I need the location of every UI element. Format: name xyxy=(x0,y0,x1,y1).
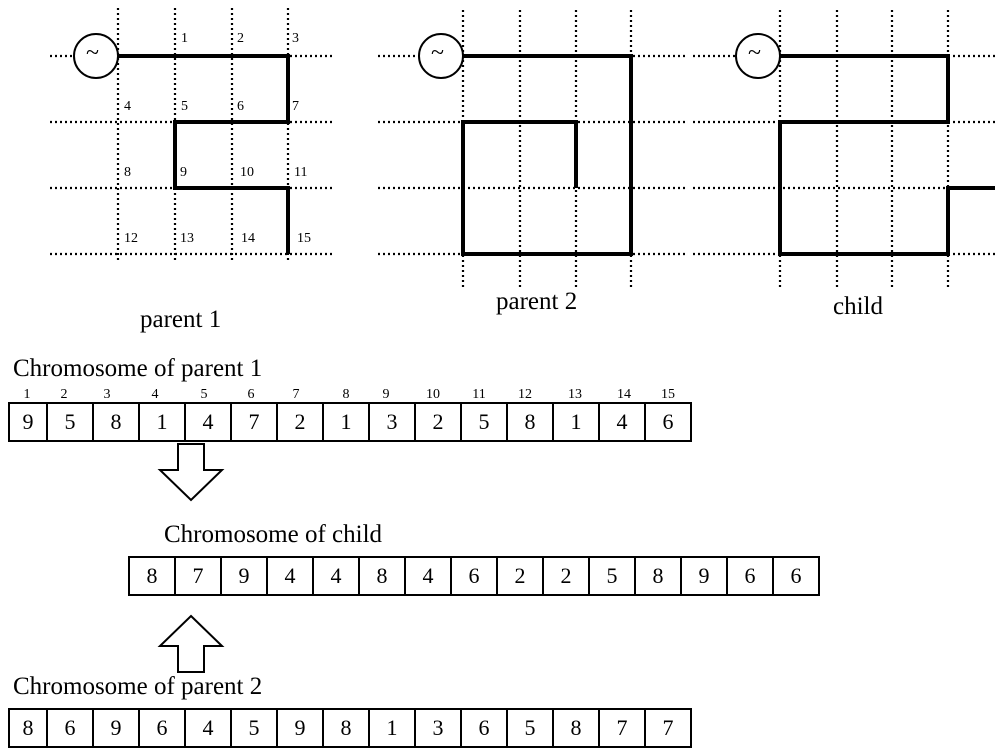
chromosome-parent-2: 8 6 9 6 4 5 9 8 1 3 6 5 8 7 7 xyxy=(8,708,692,748)
gene-cell: 2 xyxy=(414,402,462,442)
gene-cell: 5 xyxy=(460,402,508,442)
gene-cell: 8 xyxy=(92,402,140,442)
gene-cell: 5 xyxy=(46,402,94,442)
gene-cell: 8 xyxy=(506,402,554,442)
panel-title-parent-2: parent 2 xyxy=(496,288,578,315)
chromosome-parent-1: 9 5 8 1 4 7 2 1 3 2 5 8 1 4 6 xyxy=(8,402,692,442)
arrow-up xyxy=(157,614,225,673)
node-number: 6 xyxy=(237,99,244,114)
source-circle-parent-1 xyxy=(73,33,119,79)
gene-cell: 9 xyxy=(8,402,48,442)
gene-index: 3 xyxy=(103,387,111,402)
gene-cell: 2 xyxy=(542,556,590,596)
gene-cell: 1 xyxy=(322,402,370,442)
gene-cell: 1 xyxy=(552,402,600,442)
gene-cell: 4 xyxy=(312,556,360,596)
gene-index: 15 xyxy=(661,387,675,402)
source-circle-parent-2 xyxy=(418,33,464,79)
gene-cell: 2 xyxy=(496,556,544,596)
gene-index: 11 xyxy=(472,387,486,402)
gene-index: 7 xyxy=(292,387,300,402)
node-number: 2 xyxy=(237,31,244,46)
node-number: 12 xyxy=(124,231,138,246)
node-number: 7 xyxy=(292,99,299,114)
gene-cell: 5 xyxy=(506,708,554,748)
gene-cell: 9 xyxy=(92,708,140,748)
gene-cell: 2 xyxy=(276,402,324,442)
gene-cell: 6 xyxy=(138,708,186,748)
gene-index: 1 xyxy=(23,387,31,402)
node-number: 3 xyxy=(292,31,299,46)
gene-cell: 4 xyxy=(184,402,232,442)
gene-cell: 7 xyxy=(598,708,646,748)
gene-cell: 9 xyxy=(680,556,728,596)
chromosome-title-child: Chromosome of child xyxy=(164,521,383,548)
gene-cell: 4 xyxy=(184,708,232,748)
gene-cell: 1 xyxy=(138,402,186,442)
chromosome-title-parent-1: Chromosome of parent 1 xyxy=(13,355,263,382)
gene-cell: 9 xyxy=(220,556,268,596)
gene-index: 2 xyxy=(60,387,68,402)
gene-index: 4 xyxy=(151,387,159,402)
node-number: 10 xyxy=(240,165,254,180)
panel-title-child: child xyxy=(833,293,883,320)
gene-cell: 8 xyxy=(322,708,370,748)
gene-index: 5 xyxy=(200,387,208,402)
gene-index: 12 xyxy=(518,387,532,402)
gene-cell: 8 xyxy=(8,708,48,748)
gene-cell: 4 xyxy=(404,556,452,596)
node-number: 15 xyxy=(297,231,311,246)
gene-index: 13 xyxy=(568,387,582,402)
gene-cell: 1 xyxy=(368,708,416,748)
gene-cell: 4 xyxy=(266,556,314,596)
gene-cell: 3 xyxy=(368,402,416,442)
gene-cell: 8 xyxy=(128,556,176,596)
node-number: 1 xyxy=(181,31,188,46)
node-number: 5 xyxy=(181,99,188,114)
source-symbol-3: ~ xyxy=(748,40,761,66)
node-number: 13 xyxy=(180,231,194,246)
gene-cell: 6 xyxy=(450,556,498,596)
gene-index: 6 xyxy=(247,387,255,402)
gene-cell: 7 xyxy=(230,402,278,442)
gene-cell: 3 xyxy=(414,708,462,748)
gene-index: 8 xyxy=(342,387,350,402)
gene-index: 10 xyxy=(426,387,440,402)
gene-cell: 9 xyxy=(276,708,324,748)
gene-cell: 8 xyxy=(358,556,406,596)
node-number: 14 xyxy=(241,231,255,246)
source-symbol-2: ~ xyxy=(431,40,444,66)
route-parent-2 xyxy=(461,54,633,256)
gene-cell: 8 xyxy=(634,556,682,596)
gene-cell: 8 xyxy=(552,708,600,748)
node-number: 8 xyxy=(124,165,131,180)
node-number: 4 xyxy=(124,99,131,114)
arrow-down xyxy=(157,443,225,502)
route-child xyxy=(778,54,995,256)
route-parent-1 xyxy=(118,54,290,254)
source-symbol-1: ~ xyxy=(86,40,99,66)
gene-cell: 7 xyxy=(644,708,692,748)
node-number: 9 xyxy=(180,165,187,180)
gene-cell: 5 xyxy=(588,556,636,596)
gene-cell: 6 xyxy=(46,708,94,748)
gene-cell: 4 xyxy=(598,402,646,442)
chromosome-title-parent-2: Chromosome of parent 2 xyxy=(13,673,263,700)
gene-cell: 6 xyxy=(460,708,508,748)
gene-cell: 6 xyxy=(644,402,692,442)
gene-index: 9 xyxy=(382,387,390,402)
gene-cell: 6 xyxy=(772,556,820,596)
gene-cell: 6 xyxy=(726,556,774,596)
source-circle-child xyxy=(735,33,781,79)
node-number: 11 xyxy=(294,165,308,180)
gene-cell: 7 xyxy=(174,556,222,596)
gene-cell: 5 xyxy=(230,708,278,748)
chromosome-child: 8 7 9 4 4 8 4 6 2 2 5 8 9 6 6 xyxy=(128,556,820,596)
panel-title-parent-1: parent 1 xyxy=(140,306,222,333)
gene-index: 14 xyxy=(617,387,631,402)
